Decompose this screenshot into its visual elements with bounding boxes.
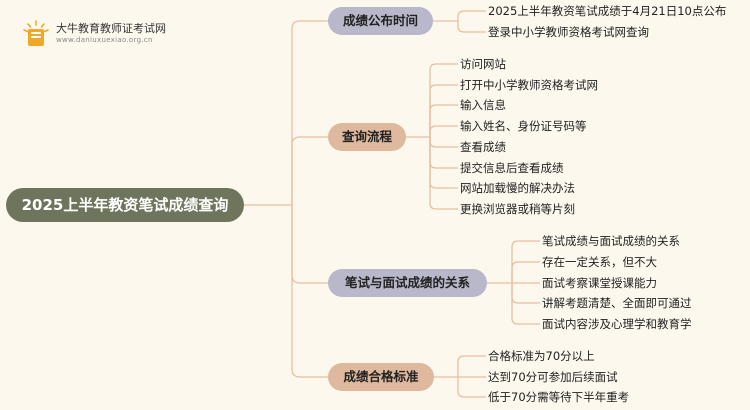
leaf-relation-title: 笔试成绩与面试成绩的关系	[542, 234, 680, 248]
leaf-login-site: 登录中小学教师资格考试网查询	[488, 25, 649, 39]
leaf-slow-loading: 网站加载慢的解决办法	[460, 181, 575, 195]
branch-score-relation[interactable]: 笔试与面试成绩的关系	[328, 269, 487, 297]
leaf-reach-70: 达到70分可参加后续面试	[488, 370, 618, 384]
book-icon	[23, 20, 49, 46]
leaf-open-site: 打开中小学教师资格考试网	[460, 78, 598, 92]
leaf-psych-edu: 面试内容涉及心理学和教育学	[542, 317, 692, 331]
root-topic[interactable]: 2025上半年教资笔试成绩查询	[6, 188, 244, 222]
leaf-submit-view: 提交信息后查看成绩	[460, 161, 564, 175]
leaf-view-score: 查看成绩	[460, 140, 506, 154]
leaf-explain-clearly: 讲解考题清楚、全面即可通过	[542, 296, 692, 310]
brand-url: www.daniuxuexiao.org.cn	[56, 36, 153, 44]
leaf-input-name-id: 输入姓名、身份证号码等	[460, 119, 587, 133]
leaf-teaching-ability: 面试考察课堂授课能力	[542, 276, 657, 290]
branch-query-process[interactable]: 查询流程	[328, 123, 406, 151]
branch-publish-time[interactable]: 成绩公布时间	[328, 7, 433, 35]
leaf-visit-site: 访问网站	[460, 57, 506, 71]
leaf-change-browser: 更换浏览器或稍等片刻	[460, 202, 575, 216]
leaf-below-70: 低于70分需等待下半年重考	[488, 390, 630, 404]
leaf-publish-date: 2025上半年教资笔试成绩于4月21日10点公布	[488, 4, 727, 18]
leaf-input-info: 输入信息	[460, 98, 506, 112]
site-logo: 大牛教育教师证考试网 www.daniuxuexiao.org.cn	[22, 18, 222, 50]
leaf-relation-small: 存在一定关系，但不大	[542, 255, 657, 269]
brand-name: 大牛教育教师证考试网	[56, 22, 166, 35]
branch-pass-standard[interactable]: 成绩合格标准	[328, 363, 434, 391]
leaf-pass-70: 合格标准为70分以上	[488, 349, 595, 363]
